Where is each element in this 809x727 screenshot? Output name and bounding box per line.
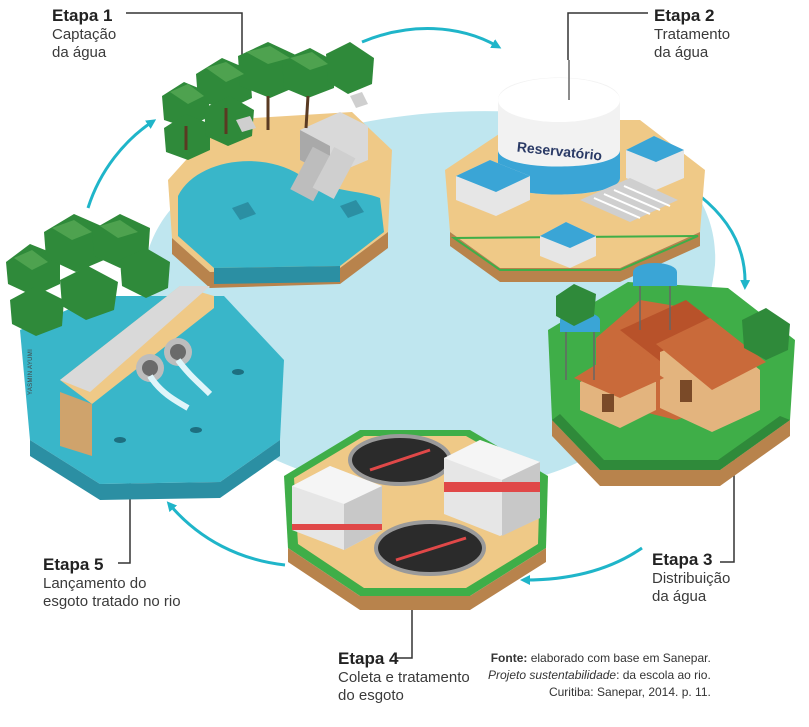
credit-label: Fonte: [490, 651, 528, 665]
stage2-illustration: Reservatório [445, 60, 705, 282]
leader-line-stage5 [118, 470, 131, 564]
stage4-title: Etapa 4 [338, 649, 399, 668]
stage3-illustration [548, 263, 795, 486]
stage1-desc-line2: da água [52, 44, 107, 62]
leader-line-stage3 [720, 455, 735, 563]
arrow-stage2-to-stage3 [699, 194, 751, 290]
credit-italic-title: Projeto sustentabilidade [488, 667, 617, 682]
credit-line2: Projeto sustentabilidade: da escola ao r… [488, 667, 711, 684]
credit-line3: Curitiba: Sanepar, 2014. p. 11. [548, 684, 711, 699]
stage3-title: Etapa 3 [652, 550, 713, 569]
stage3-desc-line2: da água [652, 588, 707, 606]
stage1-label: Etapa 1 Captação da água [52, 6, 116, 62]
stage4-label: Etapa 4 Coleta e tratamento do esgoto [338, 649, 470, 705]
credit-line1-text: elaborado com base em Sanepar. [530, 651, 711, 665]
stage5-title: Etapa 5 [43, 555, 104, 574]
stage1-illustration [162, 42, 392, 288]
stage5-label: Etapa 5 Lançamento do esgoto tratado no … [43, 555, 181, 611]
stage1-desc-line1: Captação [52, 26, 117, 44]
stage2-desc-line2: da água [654, 44, 709, 62]
stage4-desc-line1: Coleta e tratamento [338, 669, 470, 687]
leader-line-stage4 [396, 600, 413, 659]
stage2-label: Etapa 2 Tratamento da água [654, 6, 730, 62]
leader-line-stage1 [126, 12, 243, 62]
illustrator-credit: YASMIN AYUMI [28, 348, 34, 395]
stage4-illustration [284, 430, 548, 610]
arrow-stage5-to-stage1 [86, 119, 157, 209]
arrow-stage4-to-stage5 [166, 501, 286, 567]
stage1-title: Etapa 1 [52, 6, 113, 25]
stage2-title: Etapa 2 [654, 6, 715, 25]
arrow-stage3-to-stage4 [520, 546, 643, 585]
stage3-desc-line1: Distribuição [652, 570, 731, 588]
credit-line2-text: : da escola ao rio. [616, 667, 711, 682]
arrow-stage1-to-stage2 [361, 27, 502, 49]
leader-line-stage2 [567, 12, 648, 60]
source-credit: Fonte: elaborado com base em Sanepar. Pr… [488, 650, 711, 700]
stage2-desc-line1: Tratamento [654, 26, 731, 44]
stage5-desc-line1: Lançamento do [43, 575, 147, 593]
credit-line1: Fonte: elaborado com base em Sanepar. [488, 650, 711, 667]
stage3-label: Etapa 3 Distribuição da água [652, 550, 730, 606]
stage4-desc-line2: do esgoto [338, 687, 404, 705]
stage5-desc-line2: esgoto tratado no rio [43, 593, 181, 611]
stage5-illustration [6, 214, 284, 500]
